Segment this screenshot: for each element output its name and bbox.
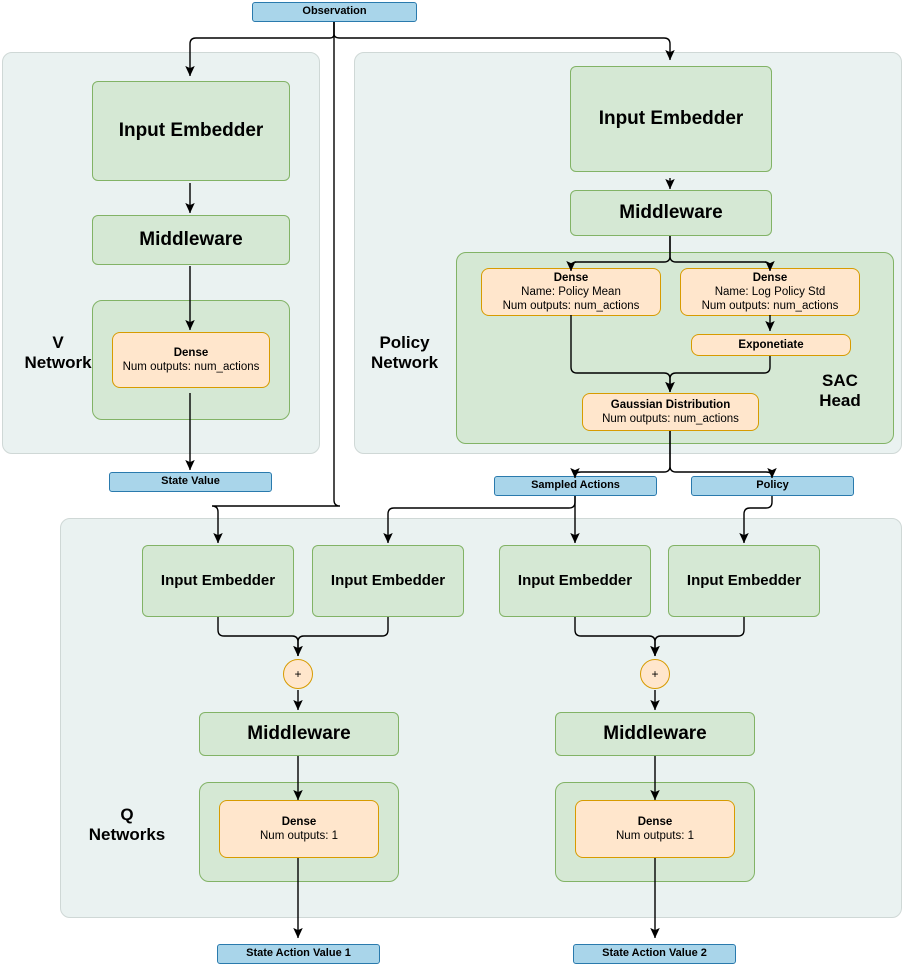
policy-network-input-embedder[interactable]: Input Embedder [570, 66, 772, 172]
terminator-sampled-actions[interactable]: Sampled Actions [494, 476, 657, 496]
group-label-q-networks: Q Networks [88, 805, 166, 845]
terminator-state-action-value-1[interactable]: State Action Value 1 [217, 944, 380, 964]
q-adder-2-label: + [651, 667, 659, 681]
q-input-embedder-3-label: Input Embedder [517, 571, 633, 589]
gaussian-distribution-outputs: Num outputs: num_actions [602, 413, 739, 425]
q-input-embedder-3[interactable]: Input Embedder [499, 545, 651, 617]
v-network-dense-outputs: Num outputs: num_actions [122, 361, 260, 373]
q-adder-1-label: + [294, 667, 302, 681]
terminator-observation-label: Observation [302, 5, 367, 18]
q-dense-2-title: Dense [637, 815, 673, 828]
v-network-input-embedder[interactable]: Input Embedder [92, 81, 290, 181]
v-network-dense[interactable]: Dense Num outputs: num_actions [112, 332, 270, 388]
v-network-middleware[interactable]: Middleware [92, 215, 290, 265]
q-adder-2[interactable]: + [640, 659, 670, 689]
policy-mean-dense-name: Name: Policy Mean [521, 285, 621, 298]
terminator-sampled-actions-label: Sampled Actions [531, 479, 620, 492]
q-input-embedder-4[interactable]: Input Embedder [668, 545, 820, 617]
q-dense-1[interactable]: Dense Num outputs: 1 [219, 800, 379, 858]
policy-mean-dense[interactable]: Dense Name: Policy Mean Num outputs: num… [481, 268, 661, 316]
q-input-embedder-2[interactable]: Input Embedder [312, 545, 464, 617]
q-dense-1-outputs: Num outputs: 1 [260, 830, 338, 842]
q-dense-2-outputs: Num outputs: 1 [616, 830, 694, 842]
q-dense-1-title: Dense [281, 815, 317, 828]
terminator-state-action-value-1-label: State Action Value 1 [246, 947, 351, 960]
terminator-state-value[interactable]: State Value [109, 472, 272, 492]
terminator-policy-label: Policy [756, 479, 789, 492]
exponetiate-node[interactable]: Exponetiate [691, 334, 851, 356]
terminator-observation[interactable]: Observation [252, 2, 417, 22]
log-policy-std-dense-title: Dense [752, 271, 788, 284]
q-input-embedder-1-label: Input Embedder [160, 571, 276, 589]
q-dense-2[interactable]: Dense Num outputs: 1 [575, 800, 735, 858]
group-label-policy-network: Policy Network [370, 333, 439, 373]
terminator-state-action-value-2-label: State Action Value 2 [602, 947, 707, 960]
q-input-embedder-4-label: Input Embedder [686, 571, 802, 589]
log-policy-std-dense-outputs: Num outputs: num_actions [701, 300, 839, 312]
log-policy-std-dense-name: Name: Log Policy Std [714, 285, 826, 298]
terminator-state-value-label: State Value [161, 475, 220, 488]
policy-network-middleware-label: Middleware [619, 202, 723, 224]
v-network-input-embedder-label: Input Embedder [118, 120, 264, 142]
exponetiate-label: Exponetiate [738, 338, 804, 351]
v-network-middleware-label: Middleware [139, 229, 243, 251]
terminator-policy[interactable]: Policy [691, 476, 854, 496]
group-label-sac-head: SAC Head [819, 371, 861, 411]
policy-network-middleware[interactable]: Middleware [570, 190, 772, 236]
gaussian-distribution-title: Gaussian Distribution [610, 398, 731, 411]
group-label-v-network: V Network [24, 333, 92, 373]
gaussian-distribution-node[interactable]: Gaussian Distribution Num outputs: num_a… [582, 393, 759, 431]
q-adder-1[interactable]: + [283, 659, 313, 689]
q-middleware-1-label: Middleware [247, 723, 351, 745]
q-middleware-2[interactable]: Middleware [555, 712, 755, 756]
terminator-state-action-value-2[interactable]: State Action Value 2 [573, 944, 736, 964]
log-policy-std-dense[interactable]: Dense Name: Log Policy Std Num outputs: … [680, 268, 860, 316]
q-middleware-1[interactable]: Middleware [199, 712, 399, 756]
q-input-embedder-2-label: Input Embedder [330, 571, 446, 589]
policy-mean-dense-title: Dense [553, 271, 589, 284]
policy-mean-dense-outputs: Num outputs: num_actions [502, 300, 640, 312]
q-middleware-2-label: Middleware [603, 723, 707, 745]
v-network-dense-title: Dense [173, 346, 209, 359]
policy-network-input-embedder-label: Input Embedder [598, 108, 744, 130]
q-input-embedder-1[interactable]: Input Embedder [142, 545, 294, 617]
